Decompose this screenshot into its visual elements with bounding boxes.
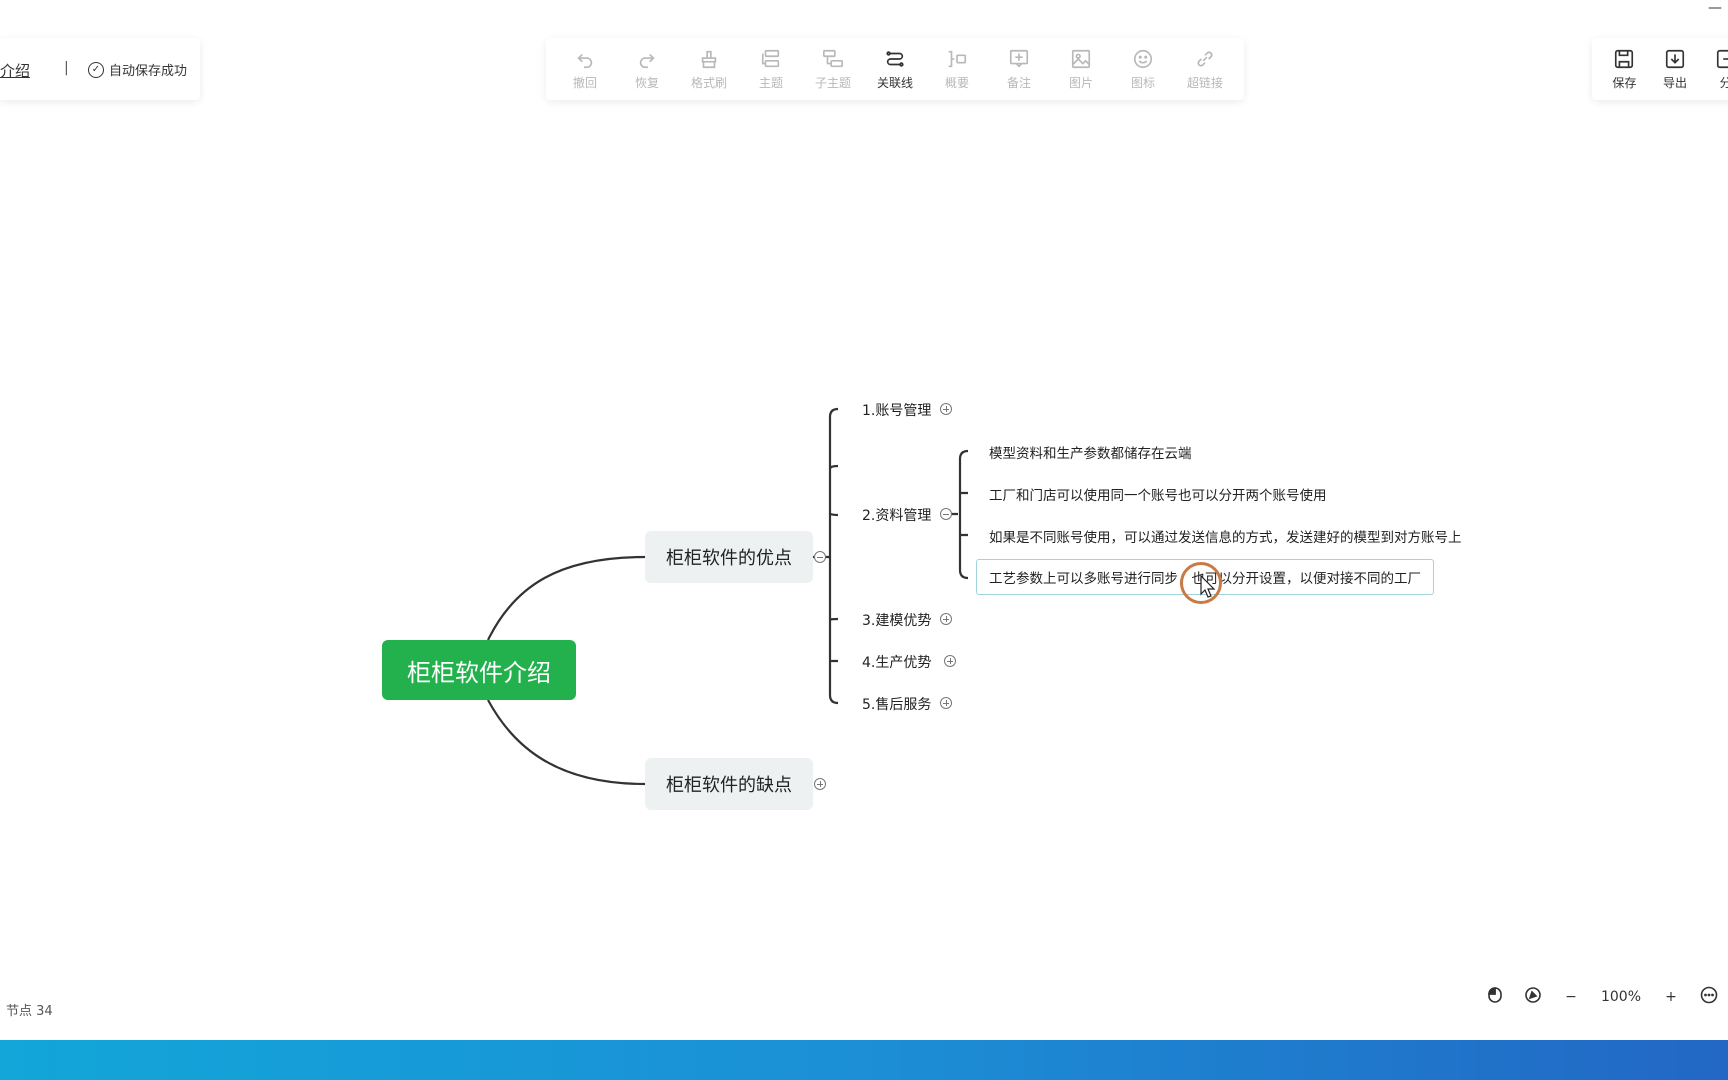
expand-cons-icon[interactable] [814,778,826,790]
minimize-icon[interactable]: — [1708,0,1722,16]
topic-icon [760,48,782,70]
expand-modeling-icon[interactable] [940,613,952,625]
summary-icon [946,48,968,70]
save-status-text: 自动保存成功 [109,64,188,79]
format-brush-button[interactable]: 格式刷 [680,48,738,91]
summary-button[interactable]: 概要 [928,48,986,91]
zoom-out-button[interactable]: − [1565,989,1577,1005]
save-button[interactable]: 保存 [1608,48,1641,91]
topic-label: 主题 [758,75,783,90]
note-label: 备注 [1006,75,1031,90]
note-button[interactable]: 备注 [990,48,1048,91]
expand-account-icon[interactable] [940,403,952,415]
branch-pros[interactable]: 柜柜软件的优点 [645,531,813,583]
expand-production-icon[interactable] [944,655,956,667]
title-separator: | [64,60,69,76]
link-icon [1194,48,1216,70]
right-toolbar: 保存 导出 分 [1592,38,1728,100]
branch-cons[interactable]: 柜柜软件的缺点 [645,758,813,810]
link-button[interactable]: 超链接 [1176,48,1234,91]
subtopic-icon [822,48,844,70]
document-title[interactable]: 介绍 [0,62,31,80]
image-button[interactable]: 图片 [1052,48,1110,91]
root-node[interactable]: 柜柜软件介绍 [382,640,576,700]
redo-button[interactable]: 恢复 [618,48,676,91]
save-label: 保存 [1612,75,1637,90]
subtopic-button[interactable]: 子主题 [804,48,862,91]
emoji-button[interactable]: 图标 [1114,48,1172,91]
collapse-pros-icon[interactable] [814,551,826,563]
topic-button[interactable]: 主题 [742,48,800,91]
zoom-in-button[interactable]: + [1665,989,1677,1005]
undo-icon [574,48,596,70]
subtopic-data[interactable]: 2.资料管理 [862,508,932,524]
check-circle-icon: ✓ [88,61,104,78]
save-status: ✓ 自动保存成功 [88,60,187,79]
link-label: 超链接 [1186,75,1223,90]
connector-root-cons [487,699,646,786]
share-label: 分 [1719,75,1728,90]
save-icon [1613,48,1635,70]
redo-label: 恢复 [634,75,659,90]
subtopic-label: 子主题 [814,75,851,90]
export-button[interactable]: 导出 [1659,48,1692,91]
export-label: 导出 [1663,75,1688,90]
relation-line-button[interactable]: 关联线 [866,48,924,91]
note-icon [1008,48,1030,70]
node-count: 节点 34 [6,1004,53,1019]
leaf-send-model[interactable]: 如果是不同账号使用，可以通过发送信息的方式，发送建好的模型到对方账号上 [989,530,1462,546]
format-brush-label: 格式刷 [690,75,727,90]
emoji-icon [1132,48,1154,70]
click-highlight-ring [1180,562,1222,604]
zoom-controls: − 100% + [1476,986,1728,1008]
share-button[interactable]: 分 [1709,48,1728,91]
title-panel: 介绍 | ✓ 自动保存成功 [0,38,200,100]
expand-service-icon[interactable] [940,697,952,709]
mouse-mode-icon[interactable] [1476,986,1514,1008]
format-brush-icon [698,48,720,70]
locate-center-icon[interactable] [1514,986,1552,1008]
relation-line-icon [884,48,906,70]
image-label: 图片 [1068,75,1093,90]
share-icon [1715,48,1728,70]
connector-data-leaves [948,449,969,580]
leaf-cloud-storage[interactable]: 模型资料和生产参数都储存在云端 [989,446,1192,462]
mouse-cursor-icon [1200,575,1216,598]
subtopic-service[interactable]: 5.售后服务 [862,697,932,713]
more-options-icon[interactable] [1690,986,1728,1008]
subtopic-account[interactable]: 1.账号管理 [862,403,932,419]
export-icon [1664,48,1686,70]
redo-icon [636,48,658,70]
os-taskbar [0,1040,1728,1080]
subtopic-modeling[interactable]: 3.建模优势 [862,613,932,629]
undo-label: 撤回 [572,75,597,90]
leaf-shared-account[interactable]: 工厂和门店可以使用同一个账号也可以分开两个账号使用 [989,488,1327,504]
subtopic-production[interactable]: 4.生产优势 [862,655,932,671]
connector-root-pros [487,555,646,641]
summary-label: 概要 [944,75,969,90]
emoji-label: 图标 [1130,75,1155,90]
undo-button[interactable]: 撤回 [556,48,614,91]
toolbar: 撤回 恢复 格式刷 主题 子主题 关联线 概要 [546,38,1244,100]
image-icon [1070,48,1092,70]
zoom-level: 100% [1600,989,1642,1005]
collapse-data-icon[interactable] [940,508,952,520]
relation-line-label: 关联线 [876,75,913,90]
